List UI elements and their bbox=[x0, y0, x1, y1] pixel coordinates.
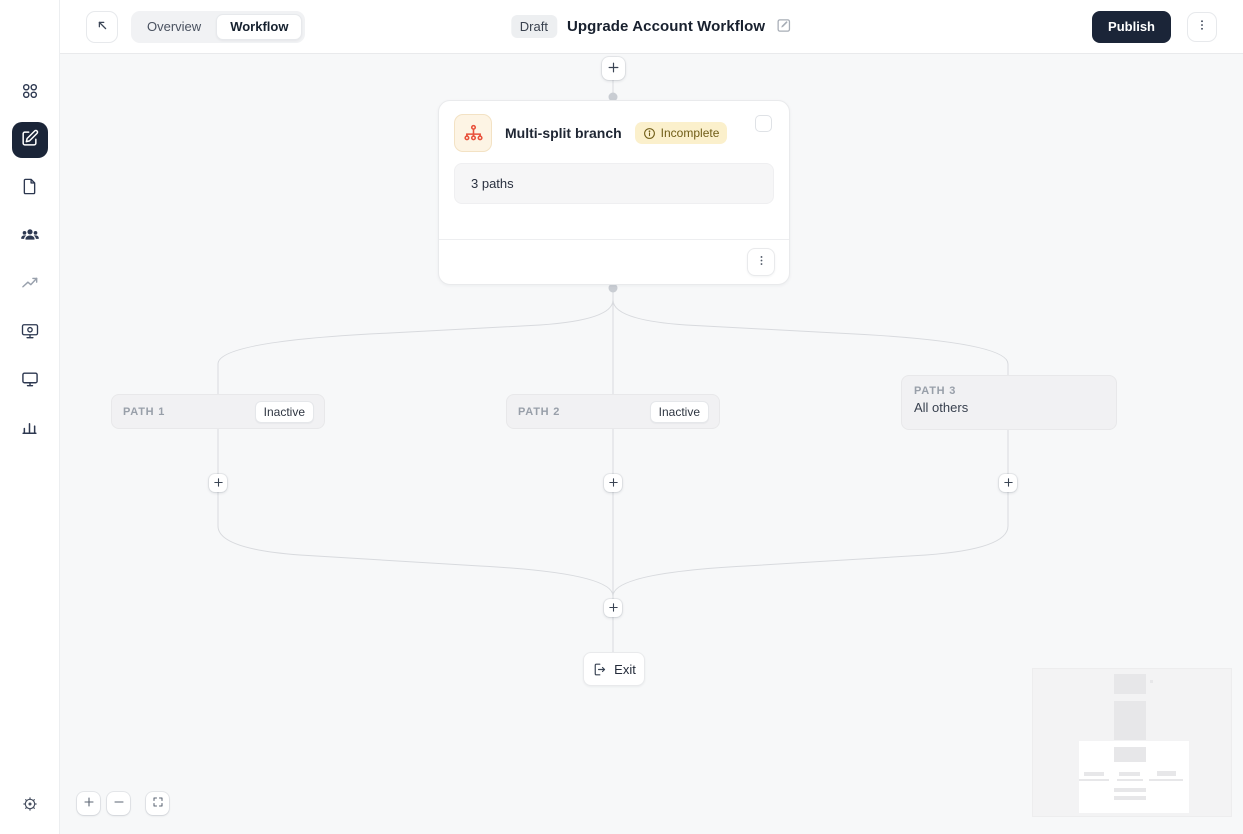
fullscreen-icon bbox=[152, 796, 164, 811]
path-status-badge: Inactive bbox=[649, 400, 709, 423]
minimap-node bbox=[1157, 771, 1176, 776]
minimap-node bbox=[1084, 772, 1104, 776]
info-circle-icon bbox=[643, 127, 656, 140]
plus-icon bbox=[607, 61, 620, 77]
multi-split-branch-node[interactable]: Multi-split branch Incomplete 3 paths bbox=[438, 100, 790, 285]
exit-node[interactable]: Exit bbox=[583, 652, 645, 686]
minimap-node bbox=[1114, 701, 1146, 740]
add-step-after-merge-button[interactable] bbox=[604, 599, 622, 617]
edit-title-button[interactable] bbox=[775, 17, 792, 37]
minimap-node bbox=[1079, 779, 1109, 781]
sidebar-item-monetization[interactable] bbox=[12, 314, 48, 350]
exit-node-label: Exit bbox=[614, 661, 636, 677]
add-step-before-button[interactable] bbox=[602, 57, 625, 80]
publish-button[interactable]: Publish bbox=[1092, 10, 1171, 43]
more-options-button[interactable] bbox=[1187, 11, 1217, 42]
sidebar-item-documents[interactable] bbox=[12, 170, 48, 206]
path-label: PATH 3 bbox=[914, 385, 957, 397]
zoom-out-button[interactable] bbox=[107, 792, 130, 815]
minimap-node bbox=[1117, 779, 1143, 781]
exit-icon bbox=[592, 662, 607, 677]
plus-icon bbox=[83, 796, 95, 811]
node-input-handle bbox=[608, 92, 618, 102]
path-label: PATH 1 bbox=[123, 405, 166, 418]
kebab-menu-icon bbox=[755, 254, 768, 270]
node-config-summary[interactable]: 3 paths bbox=[454, 163, 774, 204]
view-tab-group: Overview Workflow bbox=[131, 10, 306, 43]
tab-overview[interactable]: Overview bbox=[147, 19, 202, 34]
minus-icon bbox=[113, 796, 125, 811]
canvas-minimap[interactable] bbox=[1032, 668, 1232, 817]
path-label: PATH 2 bbox=[518, 405, 561, 418]
plus-icon bbox=[1003, 476, 1014, 491]
incomplete-badge: Incomplete bbox=[634, 122, 728, 144]
path-node-1[interactable]: PATH 1 Inactive bbox=[111, 394, 325, 429]
minimap-node bbox=[1114, 747, 1146, 762]
node-output-handle bbox=[608, 283, 618, 293]
path-description: All others bbox=[914, 400, 969, 415]
node-header: Multi-split branch Incomplete bbox=[439, 101, 789, 158]
settings-button[interactable] bbox=[15, 790, 45, 820]
minimap-node bbox=[1114, 674, 1146, 694]
pencil-square-icon bbox=[775, 17, 792, 37]
top-header: Overview Workflow Draft Upgrade Account … bbox=[60, 0, 1243, 54]
minimap-node bbox=[1119, 772, 1140, 776]
back-button[interactable] bbox=[86, 10, 118, 43]
sidebar-item-audience[interactable] bbox=[12, 218, 48, 254]
workflow-edges bbox=[217, 80, 1009, 652]
add-step-path3-button[interactable] bbox=[999, 474, 1017, 492]
bar-chart-icon bbox=[20, 417, 39, 439]
kebab-menu-icon bbox=[1195, 18, 1209, 35]
sidebar-footer bbox=[15, 790, 45, 820]
zoom-in-button[interactable] bbox=[77, 792, 100, 815]
sidebar-item-analytics[interactable] bbox=[12, 266, 48, 302]
sidebar-item-reports[interactable] bbox=[12, 410, 48, 446]
add-step-path1-button[interactable] bbox=[209, 474, 227, 492]
sidebar-item-devices[interactable] bbox=[12, 362, 48, 398]
desktop-icon bbox=[20, 369, 40, 392]
sidebar-item-editor[interactable] bbox=[11, 122, 48, 158]
people-icon bbox=[20, 225, 40, 248]
incomplete-badge-label: Incomplete bbox=[660, 126, 720, 140]
page-title: Upgrade Account Workflow bbox=[566, 18, 766, 35]
sidebar-items bbox=[11, 74, 48, 446]
sidebar bbox=[0, 0, 60, 834]
workflow-canvas[interactable]: Multi-split branch Incomplete 3 paths bbox=[60, 54, 1243, 834]
monitor-pay-icon bbox=[20, 321, 40, 344]
settings-gear-icon bbox=[22, 796, 38, 815]
document-icon bbox=[20, 177, 39, 199]
path-node-3[interactable]: PATH 3 All others bbox=[901, 375, 1117, 430]
canvas-zoom-controls bbox=[77, 792, 169, 815]
path-status-badge: Inactive bbox=[254, 400, 314, 423]
node-menu-button[interactable] bbox=[747, 248, 775, 276]
plus-icon bbox=[213, 476, 224, 491]
fit-view-button[interactable] bbox=[146, 792, 169, 815]
minimap-node bbox=[1114, 796, 1146, 800]
minimap-node bbox=[1149, 779, 1183, 781]
compose-icon bbox=[20, 129, 39, 151]
trend-arrow-icon bbox=[20, 273, 40, 296]
plus-icon bbox=[608, 476, 619, 491]
plus-icon bbox=[608, 601, 619, 616]
status-badge: Draft bbox=[510, 15, 557, 38]
minimap-node bbox=[1150, 680, 1153, 683]
minimap-node bbox=[1114, 788, 1146, 792]
grid-icon bbox=[20, 81, 40, 104]
multi-split-branch-icon bbox=[454, 114, 492, 152]
title-group: Draft Upgrade Account Workflow bbox=[510, 15, 792, 38]
arrow-up-left-icon bbox=[95, 18, 110, 36]
header-actions: Publish bbox=[1092, 10, 1217, 43]
node-select-checkbox[interactable] bbox=[755, 115, 772, 132]
tab-workflow[interactable]: Workflow bbox=[216, 13, 303, 40]
path-node-2[interactable]: PATH 2 Inactive bbox=[506, 394, 720, 429]
node-title: Multi-split branch bbox=[505, 125, 622, 141]
node-footer bbox=[439, 239, 789, 284]
add-step-path2-button[interactable] bbox=[604, 474, 622, 492]
sidebar-item-apps[interactable] bbox=[12, 74, 48, 110]
